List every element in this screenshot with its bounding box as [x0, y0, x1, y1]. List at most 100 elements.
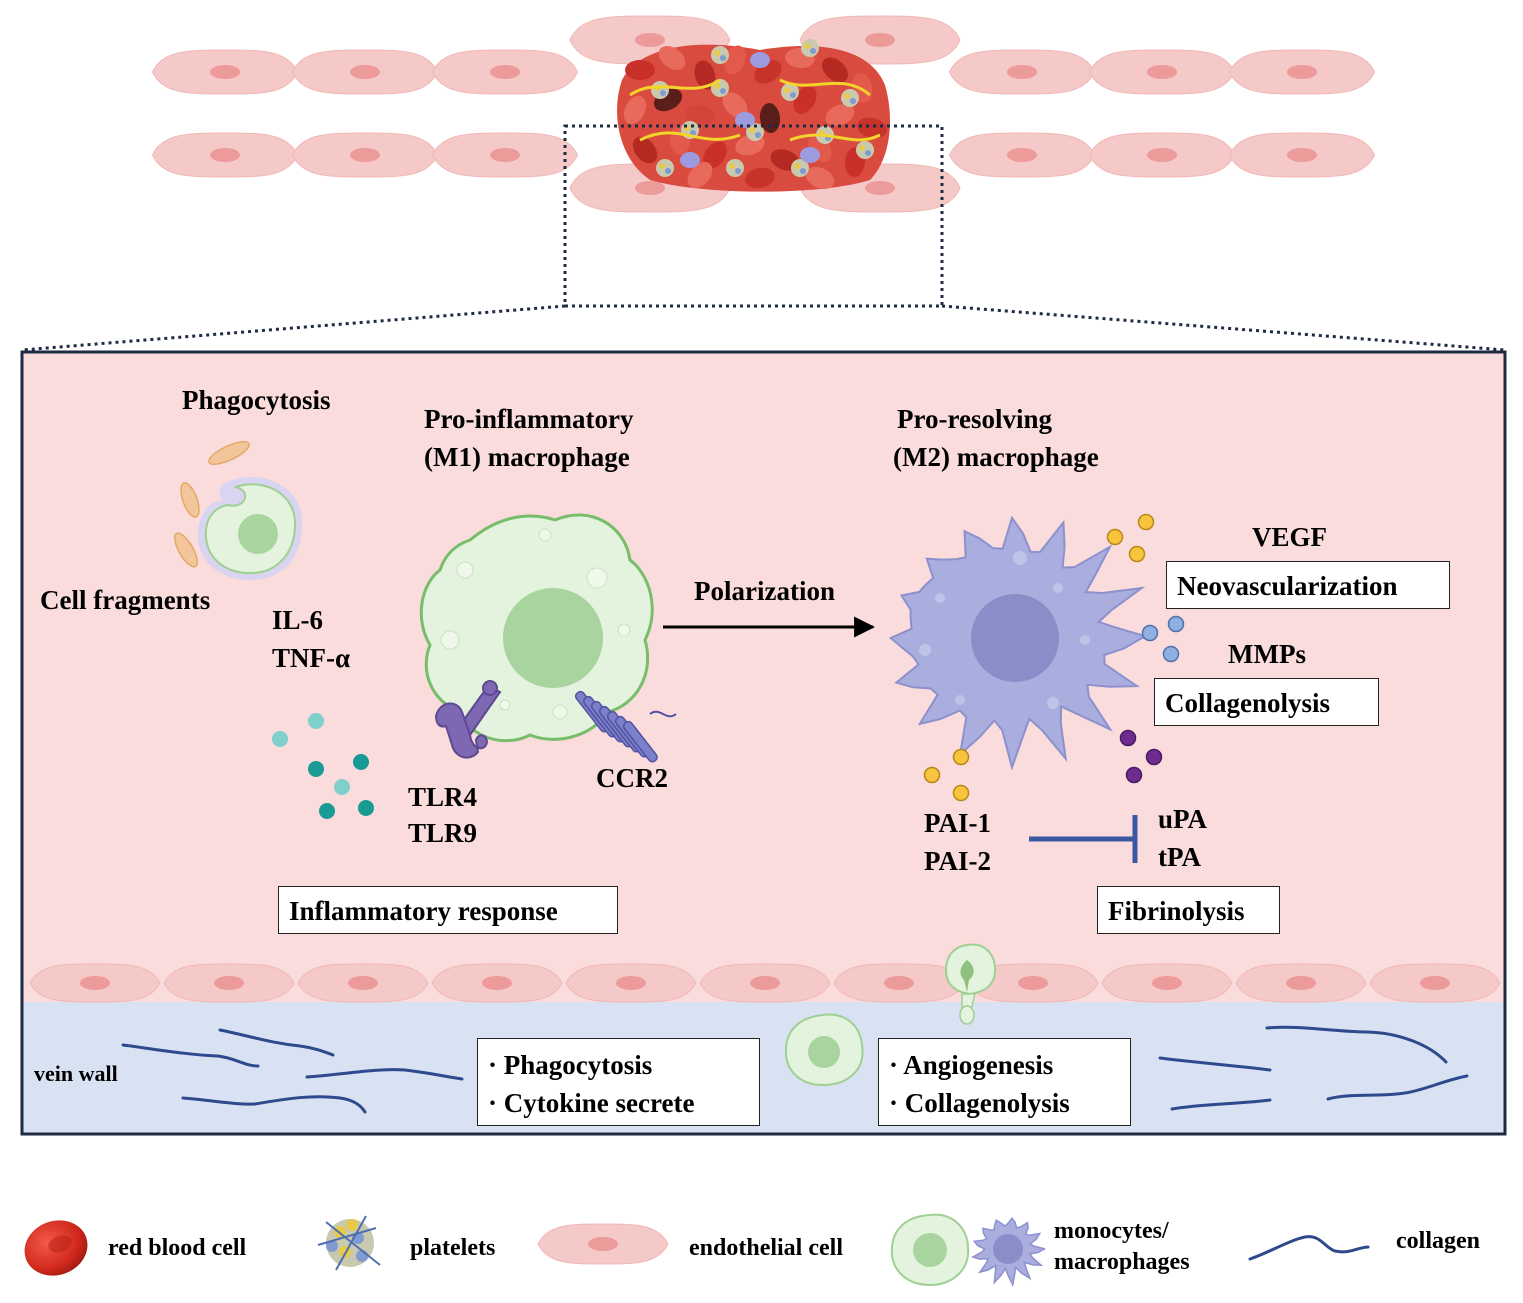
- red-blood-cell-icon-dimple: [48, 1235, 72, 1253]
- thrombus-platelet: [746, 123, 764, 141]
- ccr2-label: CCR2: [596, 763, 668, 793]
- thrombus-leukocyte: [735, 112, 755, 128]
- upa-label: uPA: [1158, 804, 1208, 834]
- cytokine-dot: [358, 800, 374, 816]
- zoom-line-left: [21, 304, 566, 352]
- thrombus-platelet: [651, 81, 669, 99]
- collagen-fiber: [1170, 1098, 1272, 1111]
- zoom-indicator: [21, 124, 1506, 352]
- tnfa-label: TNF-α: [272, 643, 351, 673]
- m2-title-line2: (M2) macrophage: [893, 442, 1099, 472]
- m1-function-box: · Phagocytosis · Cytokine secrete: [477, 1038, 760, 1126]
- legend-platelets-label: platelets: [410, 1235, 496, 1261]
- thrombus-red-blood-cell: [632, 136, 658, 164]
- legend-red-blood-cell-label: red blood cell: [108, 1235, 247, 1261]
- polarization-label: Polarization: [694, 576, 835, 606]
- endothelial-cell: [1088, 49, 1236, 95]
- thrombus-leukocyte: [680, 152, 700, 168]
- cytokine-dot: [353, 754, 369, 770]
- m2-vesicle: [955, 695, 965, 705]
- inhibition-symbol: [1029, 815, 1138, 863]
- m1-vesicle: [586, 567, 608, 589]
- m2-title-line1: Pro-resolving: [897, 404, 1052, 434]
- thrombus-platelet: [856, 141, 874, 159]
- pai-dot: [952, 748, 970, 766]
- m1-macrophage: [419, 513, 654, 743]
- thrombus-platelet: [781, 83, 799, 101]
- panel-frame: [20, 350, 1507, 1136]
- upper-endothelium: [151, 15, 1376, 95]
- cytokine-dot: [334, 779, 350, 795]
- thrombus-red-blood-cell: [703, 141, 727, 169]
- pa-dots: [1119, 729, 1163, 784]
- mmps-label: MMPs: [1228, 639, 1306, 669]
- m1-vesicle: [440, 630, 460, 650]
- pai-dot: [923, 766, 941, 784]
- endothelial-cell: [1088, 132, 1236, 178]
- collagen-fiber: [1326, 1074, 1469, 1101]
- m1-function-item: · Phagocytosis: [488, 1050, 653, 1080]
- vegf-dots: [1106, 513, 1155, 563]
- phagocytosing-monocyte: [173, 440, 303, 581]
- lower-endothelium: [151, 132, 1376, 213]
- thrombus-red-blood-cell: [658, 45, 686, 71]
- thrombus: [617, 39, 890, 192]
- thrombus-red-blood-cell: [685, 104, 715, 126]
- pai-dot: [952, 784, 970, 802]
- cytokine-dot: [319, 803, 335, 819]
- tlr9-label: TLR9: [408, 818, 478, 848]
- legend-collagen-label: collagen: [1396, 1228, 1480, 1254]
- inflammatory-response-box: Inflammatory response: [278, 886, 618, 934]
- thrombus-fibrin: [639, 131, 741, 142]
- m1-vesicle: [538, 528, 552, 542]
- m2-vesicle: [919, 644, 931, 656]
- cytokine-dot: [308, 713, 324, 729]
- m2-function-item: · Angiogenesis: [889, 1050, 1054, 1080]
- endothelial-cell: [1101, 963, 1233, 1003]
- fibrinolysis-box: Fibrinolysis: [1097, 886, 1280, 934]
- endothelial-cell: [151, 49, 299, 95]
- endothelial-cell: [1228, 132, 1376, 178]
- pa-dot: [1119, 729, 1137, 747]
- m2-nucleus: [971, 594, 1059, 682]
- mmp-dot: [1162, 645, 1180, 663]
- endothelial-cell: [1228, 49, 1376, 95]
- vein-wall-background: [22, 1002, 1505, 1134]
- thrombus-platelet: [841, 89, 859, 107]
- endothelial-cell-icon: [537, 1223, 669, 1265]
- collagen-fiber: [181, 1095, 367, 1114]
- thrombus-red-blood-cell: [745, 167, 775, 189]
- thrombus-fibrin: [789, 133, 881, 142]
- thrombus-platelet: [726, 159, 744, 177]
- neovascularization-box: Neovascularization: [1166, 561, 1450, 609]
- ccr2-receptor-icon: [574, 690, 677, 763]
- m2-function-box: · Angiogenesis · Collagenolysis: [878, 1038, 1131, 1126]
- m1-title-line1: Pro-inflammatory: [424, 404, 634, 434]
- transmigrating-monocyte: [944, 943, 997, 1025]
- endothelial-cell: [948, 132, 1096, 178]
- thrombus-leukocyte: [800, 147, 820, 163]
- mmp-dots: [1141, 615, 1185, 663]
- thrombus-red-blood-cell: [724, 45, 746, 75]
- collagen-fiber: [1158, 1056, 1272, 1072]
- vegf-dot: [1106, 528, 1124, 546]
- tlr4-label: TLR4: [408, 782, 478, 812]
- endothelial-cell: [1235, 963, 1367, 1003]
- pa-dot: [1145, 748, 1163, 766]
- tpa-label: tPA: [1158, 842, 1201, 872]
- m1-vesicle: [499, 699, 511, 711]
- wall-monocyte: [784, 1013, 864, 1087]
- m1-vesicle: [552, 704, 568, 720]
- thrombus-red-blood-cell: [623, 95, 647, 125]
- endothelial-cell: [565, 963, 697, 1003]
- endothelial-cell: [297, 963, 429, 1003]
- vegf-label: VEGF: [1252, 522, 1328, 552]
- phagocytosis-label: Phagocytosis: [182, 385, 331, 415]
- vegf-dot: [1128, 545, 1146, 563]
- m1-vesicle: [456, 561, 474, 579]
- vegf-dot: [1137, 513, 1155, 531]
- legend-endothelial-label: endothelial cell: [689, 1235, 843, 1261]
- thrombus-red-blood-cell: [857, 117, 887, 139]
- il6-label: IL-6: [272, 605, 324, 635]
